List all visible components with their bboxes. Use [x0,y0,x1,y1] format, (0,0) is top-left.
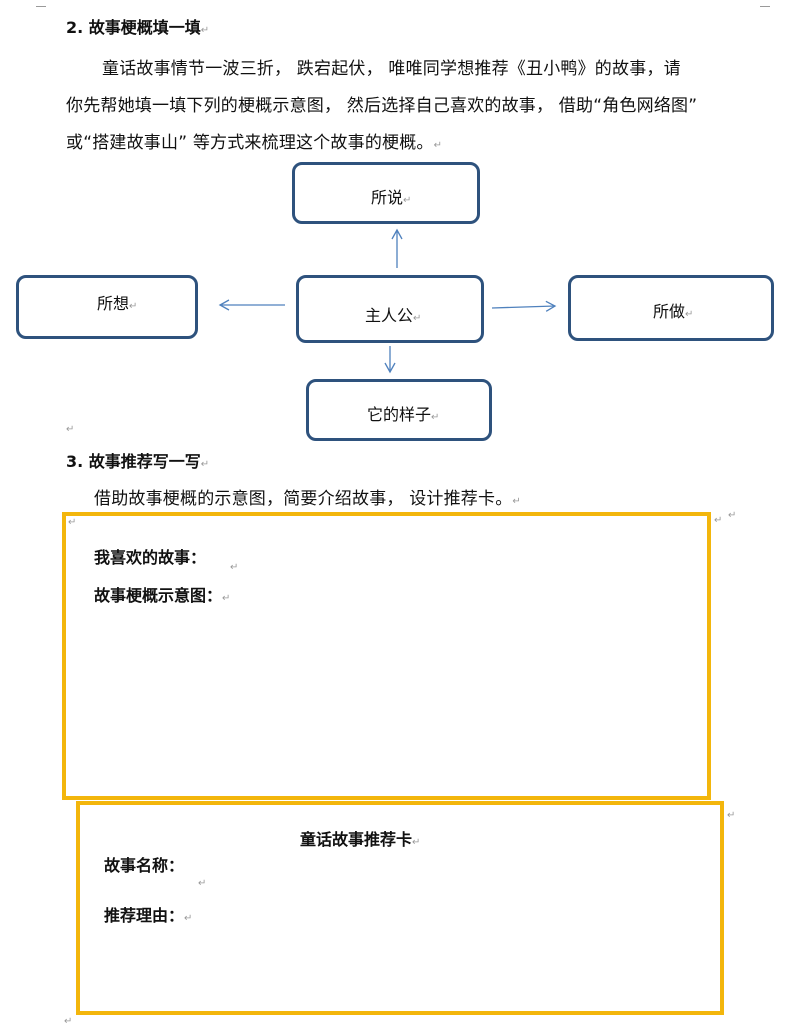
recommendation-card [76,801,724,1015]
story-diagram-label: 故事梗概示意图：↵ [94,586,231,605]
section-2-line-3: 或“搭建故事山” 等方式来梳理这个故事的梗概。↵ [66,133,443,153]
node-bottom-appearance: 它的样子↵ [306,379,492,441]
page-corner-right [760,0,770,7]
favorite-story-box [62,512,711,800]
card-mark-right: ↵ [727,810,736,821]
node-right-did: 所做↵ [568,275,774,341]
story-name-mark: ↵ [198,878,207,889]
page-corner-left [36,0,46,7]
section-2-line-2: 你先帮她填一填下列的梗概示意图， 然后选择自己喜欢的故事， 借助“角色网络图” [66,96,698,116]
node-center-protagonist: 主人公↵ [296,275,484,343]
paragraph-mark: ↵ [66,424,75,435]
recommend-reason-label: 推荐理由：↵ [104,906,193,925]
section-2-heading: 2. 故事梗概填一填↵ [66,18,210,37]
section-2-line-1: 童话故事情节一波三折， 跌宕起伏， 唯唯同学想推荐《丑小鸭》的故事，请 [102,59,681,79]
box1-mark-right: ↵ [714,515,723,526]
card-title: 童话故事推荐卡↵ [300,830,421,849]
diagram-arrows [218,228,557,374]
box1-mark-topleft: ↵ [68,517,77,528]
story-name-label: 故事名称： [104,856,185,875]
node-left-thought: 所想↵ [16,275,198,339]
node-top-said: 所说↵ [292,162,480,224]
section-3-heading: 3. 故事推荐写一写↵ [66,452,210,471]
favorite-story-label: 我喜欢的故事： [94,548,207,567]
favorite-story-mark: ↵ [230,562,239,573]
box1-mark-right-2: ↵ [728,510,737,521]
section-3-line: 借助故事梗概的示意图，简要介绍故事， 设计推荐卡。↵ [94,489,521,509]
end-mark: ↵ [64,1016,73,1027]
arrow-to-right [491,300,557,312]
